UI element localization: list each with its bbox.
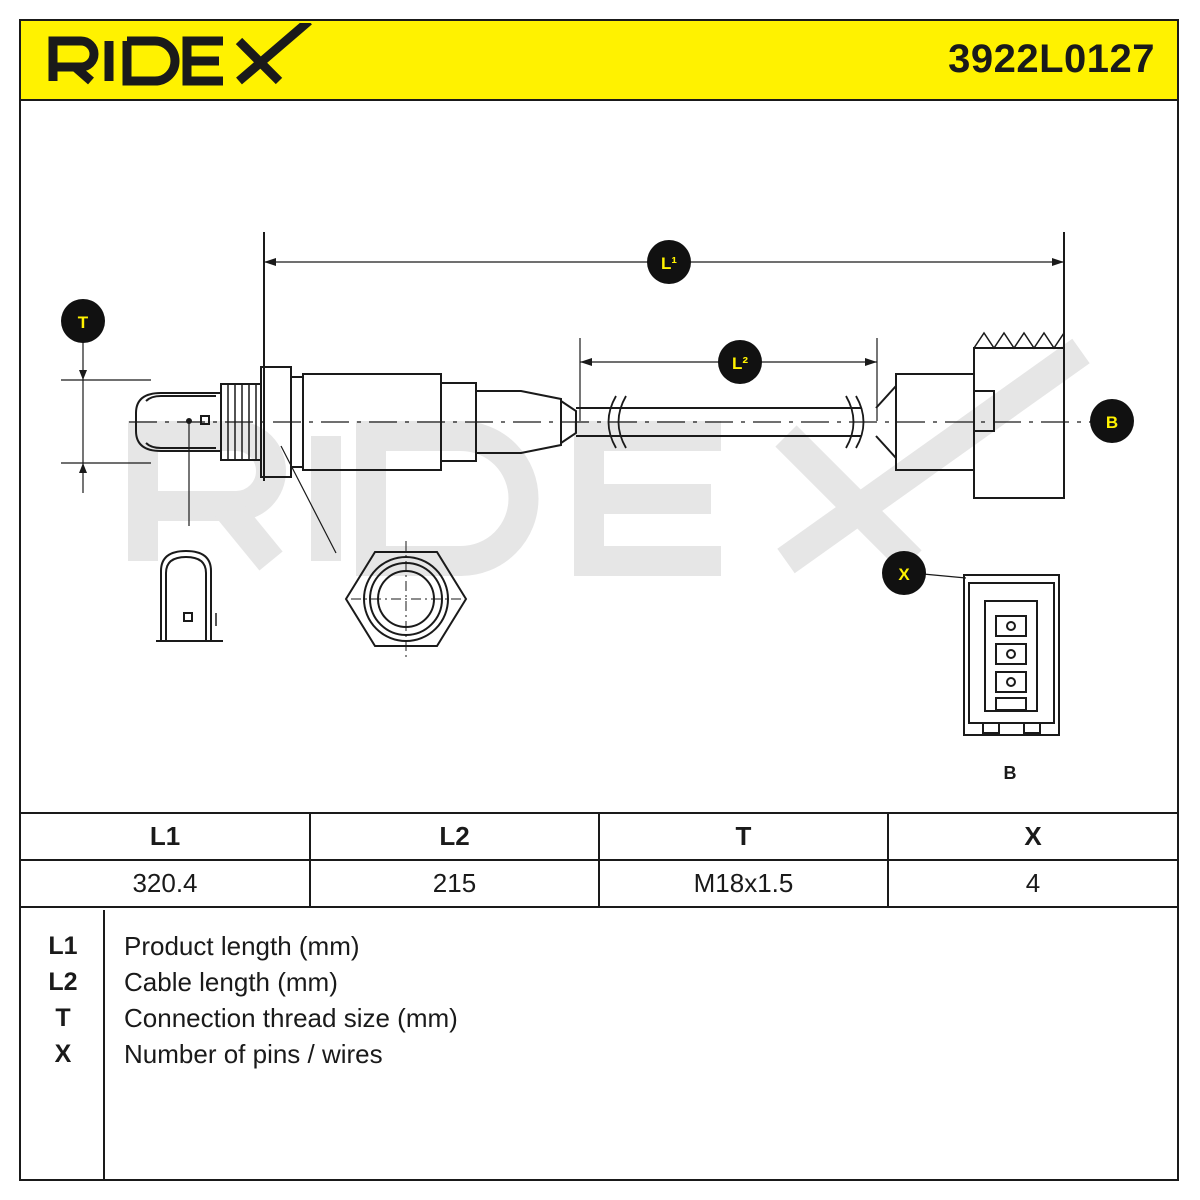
ridex-logo: [48, 23, 312, 86]
spec-header-t: T: [598, 812, 889, 861]
t-dimension: [61, 339, 151, 493]
l2-marker: L²: [718, 340, 762, 384]
part-number: 3922L0127: [948, 37, 1155, 81]
legend-description: Connection thread size (mm): [124, 1003, 458, 1033]
l1-marker: L¹: [647, 240, 691, 284]
hex-end-view: [344, 541, 468, 657]
spec-value-t: M18x1.5: [598, 859, 889, 908]
spec-table-value-row: 320.4 215 M18x1.5 4: [21, 859, 1177, 908]
svg-text:B: B: [1106, 413, 1118, 432]
connector-face-view: [963, 574, 1060, 736]
header-bar: 3922L0127: [21, 21, 1177, 101]
legend-row-t: T Connection thread size (mm): [21, 1000, 1177, 1036]
spec-header-l2: L2: [309, 812, 600, 861]
svg-text:X: X: [898, 565, 910, 584]
t-marker: T: [61, 299, 105, 343]
watermark-logo: [128, 338, 1090, 576]
legend-key: L2: [48, 968, 78, 996]
svg-text:L¹: L¹: [661, 254, 677, 273]
svg-text:T: T: [78, 313, 89, 332]
sheet-frame: [19, 19, 1179, 1181]
legend-row-l2: L2 Cable length (mm): [21, 964, 1177, 1000]
spec-header-x: X: [887, 812, 1177, 861]
spec-value-l2: 215: [309, 859, 600, 908]
legend-description: Number of pins / wires: [124, 1039, 383, 1069]
x-marker: X: [882, 551, 926, 595]
legend-description: Product length (mm): [124, 931, 360, 961]
legend-divider: [103, 910, 105, 1179]
connector-side-view: [895, 330, 1065, 499]
tip-detail-view: [156, 549, 223, 642]
b-marker: B: [1090, 399, 1134, 443]
spec-header-l1: L1: [21, 812, 311, 861]
legend-key: T: [55, 1004, 71, 1032]
connector-caption: B: [1004, 763, 1017, 783]
spec-value-l1: 320.4: [21, 859, 311, 908]
legend-row-x: X Number of pins / wires: [21, 1036, 1177, 1072]
spec-table: L1 L2 T X 320.4 215 M18x1.5 4: [21, 812, 1177, 908]
spec-table-header-row: L1 L2 T X: [21, 812, 1177, 861]
legend-description: Cable length (mm): [124, 967, 338, 997]
legend-row-l1: L1 Product length (mm): [21, 928, 1177, 964]
svg-text:L²: L²: [732, 354, 748, 373]
legend-key: X: [54, 1040, 72, 1068]
spec-value-x: 4: [887, 859, 1177, 908]
technical-drawing: L¹ L² T B X B: [61, 232, 1134, 783]
cable: [576, 383, 897, 461]
legend: L1 Product length (mm) L2 Cable length (…: [21, 910, 1177, 1179]
legend-key: L1: [48, 932, 78, 960]
